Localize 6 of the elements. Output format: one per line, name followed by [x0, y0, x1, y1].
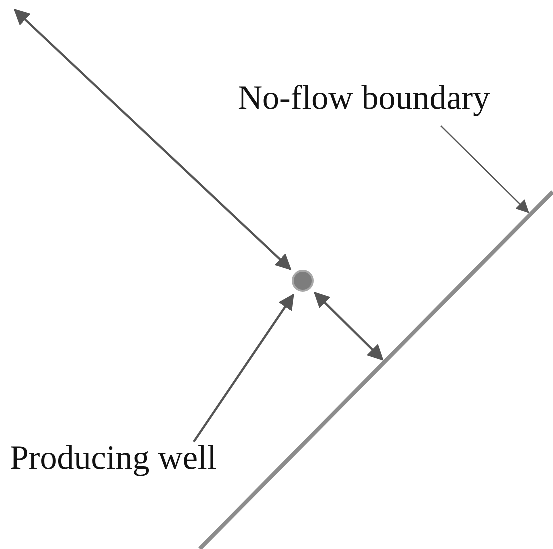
double-arrow — [14, 8, 292, 270]
leader-arrow — [193, 294, 294, 443]
boundary-label: No-flow boundary — [238, 80, 518, 126]
well-label: Producing well — [10, 440, 230, 482]
leader-arrow — [440, 126, 530, 214]
double-arrow — [314, 292, 384, 361]
